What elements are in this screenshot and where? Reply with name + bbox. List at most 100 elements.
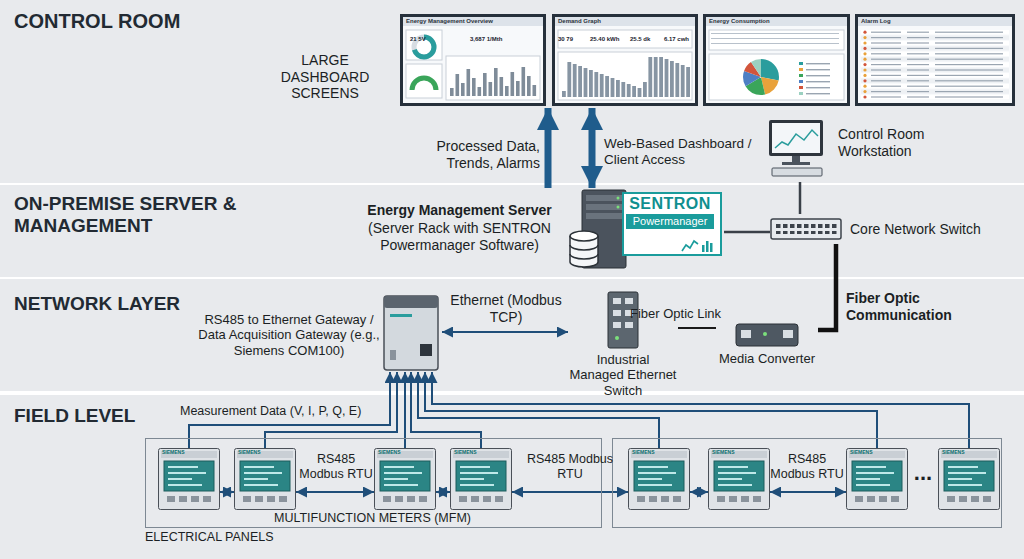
server-icon-part <box>617 197 620 200</box>
meter-text: SIEMENS <box>632 450 686 456</box>
server-box-text: Energy Management Server <box>352 202 567 219</box>
logo-icon-part <box>702 245 705 252</box>
screen-graphic-part <box>573 64 577 97</box>
screen-graphic-part <box>861 30 1009 34</box>
screen-graphic-part <box>861 89 1009 93</box>
switch-icon-part <box>790 231 795 234</box>
screen-graphic-part <box>935 53 1003 54</box>
meter-graphic-part <box>673 496 681 502</box>
screen-graphic-part <box>533 85 537 96</box>
screen-graphic-part <box>935 75 1003 76</box>
meter: SIEMENS <box>708 448 770 510</box>
screen-graphic-part <box>558 52 692 100</box>
workstation: Control Room Workstation <box>766 118 1016 182</box>
meter-graphic-part <box>395 496 403 502</box>
screen-graphic-part <box>907 69 929 70</box>
meter-graphic-part <box>718 472 756 474</box>
screen-graphic-part <box>907 42 929 43</box>
meter-graphic-part <box>637 496 645 502</box>
dashboard-screen: Alarm Log <box>855 14 1015 106</box>
screen-graphic-part <box>806 93 830 94</box>
meter-graphic-part <box>459 496 467 502</box>
meter-graphic-part <box>460 472 498 474</box>
screen-graphic-part <box>461 83 465 96</box>
meter-graphic-part <box>944 461 994 491</box>
screen-graphic-part <box>858 17 1012 103</box>
connector <box>678 327 716 329</box>
meter-graphic-part <box>451 449 512 510</box>
screen-graphic-part <box>611 78 615 97</box>
meter-graphic-part <box>856 472 894 474</box>
screen-graphic-part <box>467 69 471 96</box>
meter-graphic-part <box>383 496 391 502</box>
server-icon-part <box>570 231 598 241</box>
electrical-panel: MULTIFUNCTION METERS (MFM)ELECTRICAL PAN… <box>145 438 602 528</box>
connector <box>818 244 836 330</box>
gateway-icon-part <box>390 350 396 360</box>
server-icon <box>568 188 628 272</box>
connector <box>770 491 846 493</box>
connector <box>512 491 628 493</box>
network-switch: Core Network Switch <box>770 214 1015 244</box>
screen-graphic-part <box>863 90 866 93</box>
meter-graphic-part <box>629 449 690 510</box>
logo-icon-part <box>706 241 709 252</box>
screen-graphic-part <box>752 68 770 86</box>
meter-graphic-part <box>460 466 490 468</box>
meter-graphic-part <box>483 496 491 502</box>
screen-graphic-part <box>935 86 1003 87</box>
screen-graphic-part <box>709 54 844 100</box>
meter-graphic-part <box>718 484 752 486</box>
connector <box>296 491 374 493</box>
screen-graphic-part <box>863 31 866 34</box>
switch-icon-part <box>613 298 621 304</box>
meter-graphic-part <box>638 484 672 486</box>
server-icon-part <box>586 204 622 210</box>
meter-text: SIEMENS <box>238 450 292 456</box>
screen-graphic-part <box>670 61 674 97</box>
screen-graphic-part <box>863 41 866 44</box>
band-ground <box>0 185 1024 277</box>
connector <box>442 331 568 333</box>
workstation-icon-part <box>769 120 823 156</box>
dashboard-screen-text: Energy Consumption <box>709 18 844 25</box>
meter-graphic-part <box>711 451 767 458</box>
screen-graphic-part <box>478 87 482 96</box>
meter-graphic-part <box>867 496 875 502</box>
screen-graphic-part <box>907 86 929 87</box>
meter-text: SIEMENS <box>850 450 904 456</box>
screen-graphic-part <box>799 74 803 77</box>
screen-graphic-part <box>863 79 866 82</box>
meter-graphic-part <box>384 466 414 468</box>
screen-graphic-part <box>863 63 866 66</box>
screen-graphic-part <box>594 72 598 97</box>
server-icon-part <box>617 206 620 209</box>
converter-icon-part <box>741 330 751 338</box>
meter-graphic-part <box>948 484 982 486</box>
screen-graphic-part <box>567 62 571 97</box>
screen-graphic-part <box>861 35 1009 39</box>
meter-graphic-part <box>891 496 899 502</box>
connector-label: Measurement Data (V, I, P, Q, E) <box>180 404 382 419</box>
screen-graphic <box>703 14 850 106</box>
meter: SIEMENS <box>450 448 512 510</box>
screen-graphic-part <box>935 48 1003 49</box>
screen-graphic-part <box>907 64 929 65</box>
server-icon-part <box>570 245 598 259</box>
screen-graphic-part <box>643 82 647 97</box>
meter-graphic-part <box>638 478 662 480</box>
switch-icon-part <box>615 336 619 340</box>
screen-graphic-part <box>861 84 1009 88</box>
meter-graphic-part <box>741 496 749 502</box>
screen-graphic-part <box>665 59 669 97</box>
screen-graphic-part <box>907 59 929 60</box>
dashboard-screen-text: Alarm Log <box>861 18 1009 25</box>
screen-graphic-part <box>711 43 839 44</box>
meter-graphic-part <box>279 496 287 502</box>
screen-graphic-part <box>632 86 636 97</box>
logo-icon <box>624 235 720 255</box>
screen-graphic-part <box>863 47 866 50</box>
logo-icon-part <box>710 243 713 252</box>
screen-graphic-part <box>799 68 803 71</box>
